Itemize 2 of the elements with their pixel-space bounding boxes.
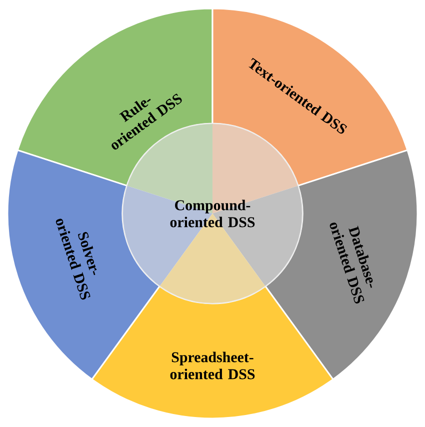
pie-sector: Solver-oriented DSS [6,149,160,380]
pie-sector: Spreadsheet-oriented DSS [91,286,334,420]
